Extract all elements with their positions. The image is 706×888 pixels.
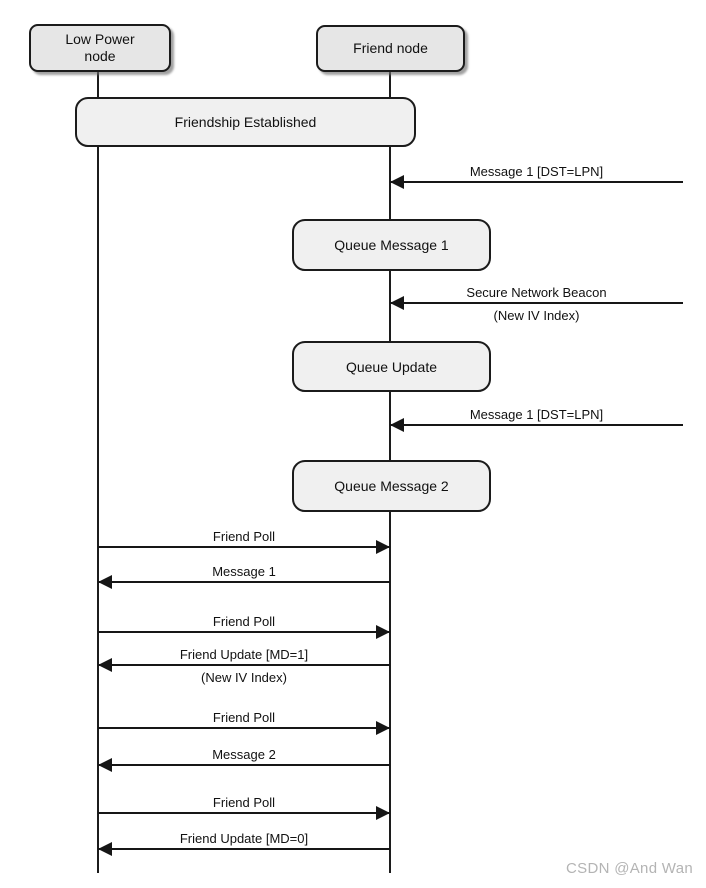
message-label: Friend Poll <box>212 710 276 725</box>
message-label: Friend Poll <box>212 795 276 810</box>
watermark-text: CSDN @And Wan <box>566 860 693 877</box>
arrowhead-right-icon <box>376 806 390 820</box>
arrowhead-left-icon <box>98 758 112 772</box>
message-label: Friend Update [MD=0] <box>179 831 309 846</box>
arrowhead-left-icon <box>98 575 112 589</box>
arrow-line <box>98 764 390 766</box>
message-sublabel: (New IV Index) <box>201 670 287 685</box>
message-label: Message 1 <box>212 564 276 579</box>
arrowhead-left-icon <box>98 842 112 856</box>
message-label: Message 1 [DST=LPN] <box>469 164 604 179</box>
arrow-line <box>98 546 390 548</box>
box-queue-message-2: Queue Message 2 <box>292 460 491 512</box>
message-label: Friend Poll <box>212 529 276 544</box>
arrow-line <box>98 631 390 633</box>
message-label: Friend Update [MD=1] <box>179 647 309 662</box>
arrowhead-right-icon <box>376 721 390 735</box>
arrow-line <box>98 581 390 583</box>
message-label: Friend Poll <box>212 614 276 629</box>
message-label: Message 2 <box>212 747 276 762</box>
message-sublabel: (New IV Index) <box>493 308 580 323</box>
arrow-line <box>390 302 683 304</box>
message-label: Secure Network Beacon <box>466 285 607 300</box>
arrowhead-right-icon <box>376 625 390 639</box>
actor-box-friend-node: Friend node <box>316 25 465 72</box>
arrow-line <box>98 727 390 729</box>
arrow-line <box>390 424 683 426</box>
arrowhead-left-icon <box>390 418 404 432</box>
arrow-line <box>98 848 390 850</box>
arrowhead-left-icon <box>390 296 404 310</box>
arrow-line <box>390 181 683 183</box>
arrowhead-left-icon <box>390 175 404 189</box>
box-queue-update: Queue Update <box>292 341 491 392</box>
banner-friendship-established: Friendship Established <box>75 97 416 147</box>
arrowhead-right-icon <box>376 540 390 554</box>
arrow-line <box>98 664 390 666</box>
box-queue-message-1: Queue Message 1 <box>292 219 491 271</box>
lifeline-low-power-node <box>97 70 99 873</box>
arrow-line <box>98 812 390 814</box>
actor-box-low-power-node: Low Power node <box>29 24 171 72</box>
arrowhead-left-icon <box>98 658 112 672</box>
message-label: Message 1 [DST=LPN] <box>469 407 604 422</box>
